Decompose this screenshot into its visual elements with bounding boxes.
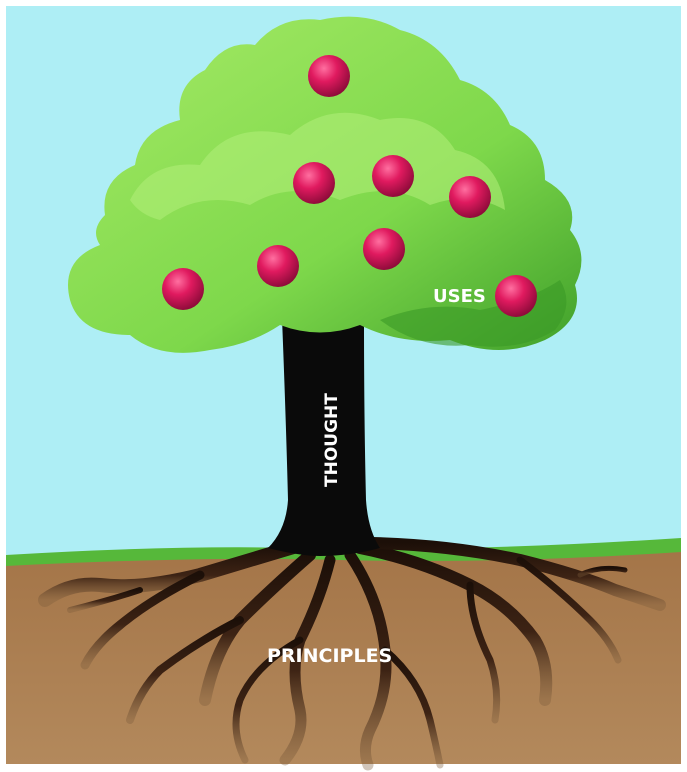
root-branch	[38, 538, 307, 607]
roots	[38, 537, 666, 771]
fruit	[495, 275, 537, 317]
root-branch	[577, 565, 628, 578]
fruit	[363, 228, 405, 270]
tree-trunk	[268, 318, 380, 556]
fruit	[257, 245, 299, 287]
fruits	[162, 55, 537, 317]
label-uses: USES	[433, 286, 486, 307]
foliage-shadow	[380, 280, 567, 347]
root-branch	[67, 587, 143, 613]
label-thought: THOUGHT	[322, 393, 342, 487]
root-branch	[232, 636, 304, 764]
root-branch	[80, 570, 205, 670]
root-branch	[516, 556, 622, 664]
fruit	[162, 268, 204, 310]
fruit	[293, 162, 335, 204]
fruit	[308, 55, 350, 97]
fruit	[372, 155, 414, 197]
fruit	[449, 176, 491, 218]
root-branch	[466, 581, 501, 724]
soil-ground	[6, 552, 681, 764]
root-branch	[366, 537, 666, 611]
root-branch	[381, 646, 444, 769]
root-branch	[354, 542, 553, 706]
root-branch	[279, 554, 336, 766]
root-branch	[126, 616, 244, 724]
root-branch	[344, 549, 392, 771]
label-principles: PRINCIPLES	[267, 645, 392, 667]
